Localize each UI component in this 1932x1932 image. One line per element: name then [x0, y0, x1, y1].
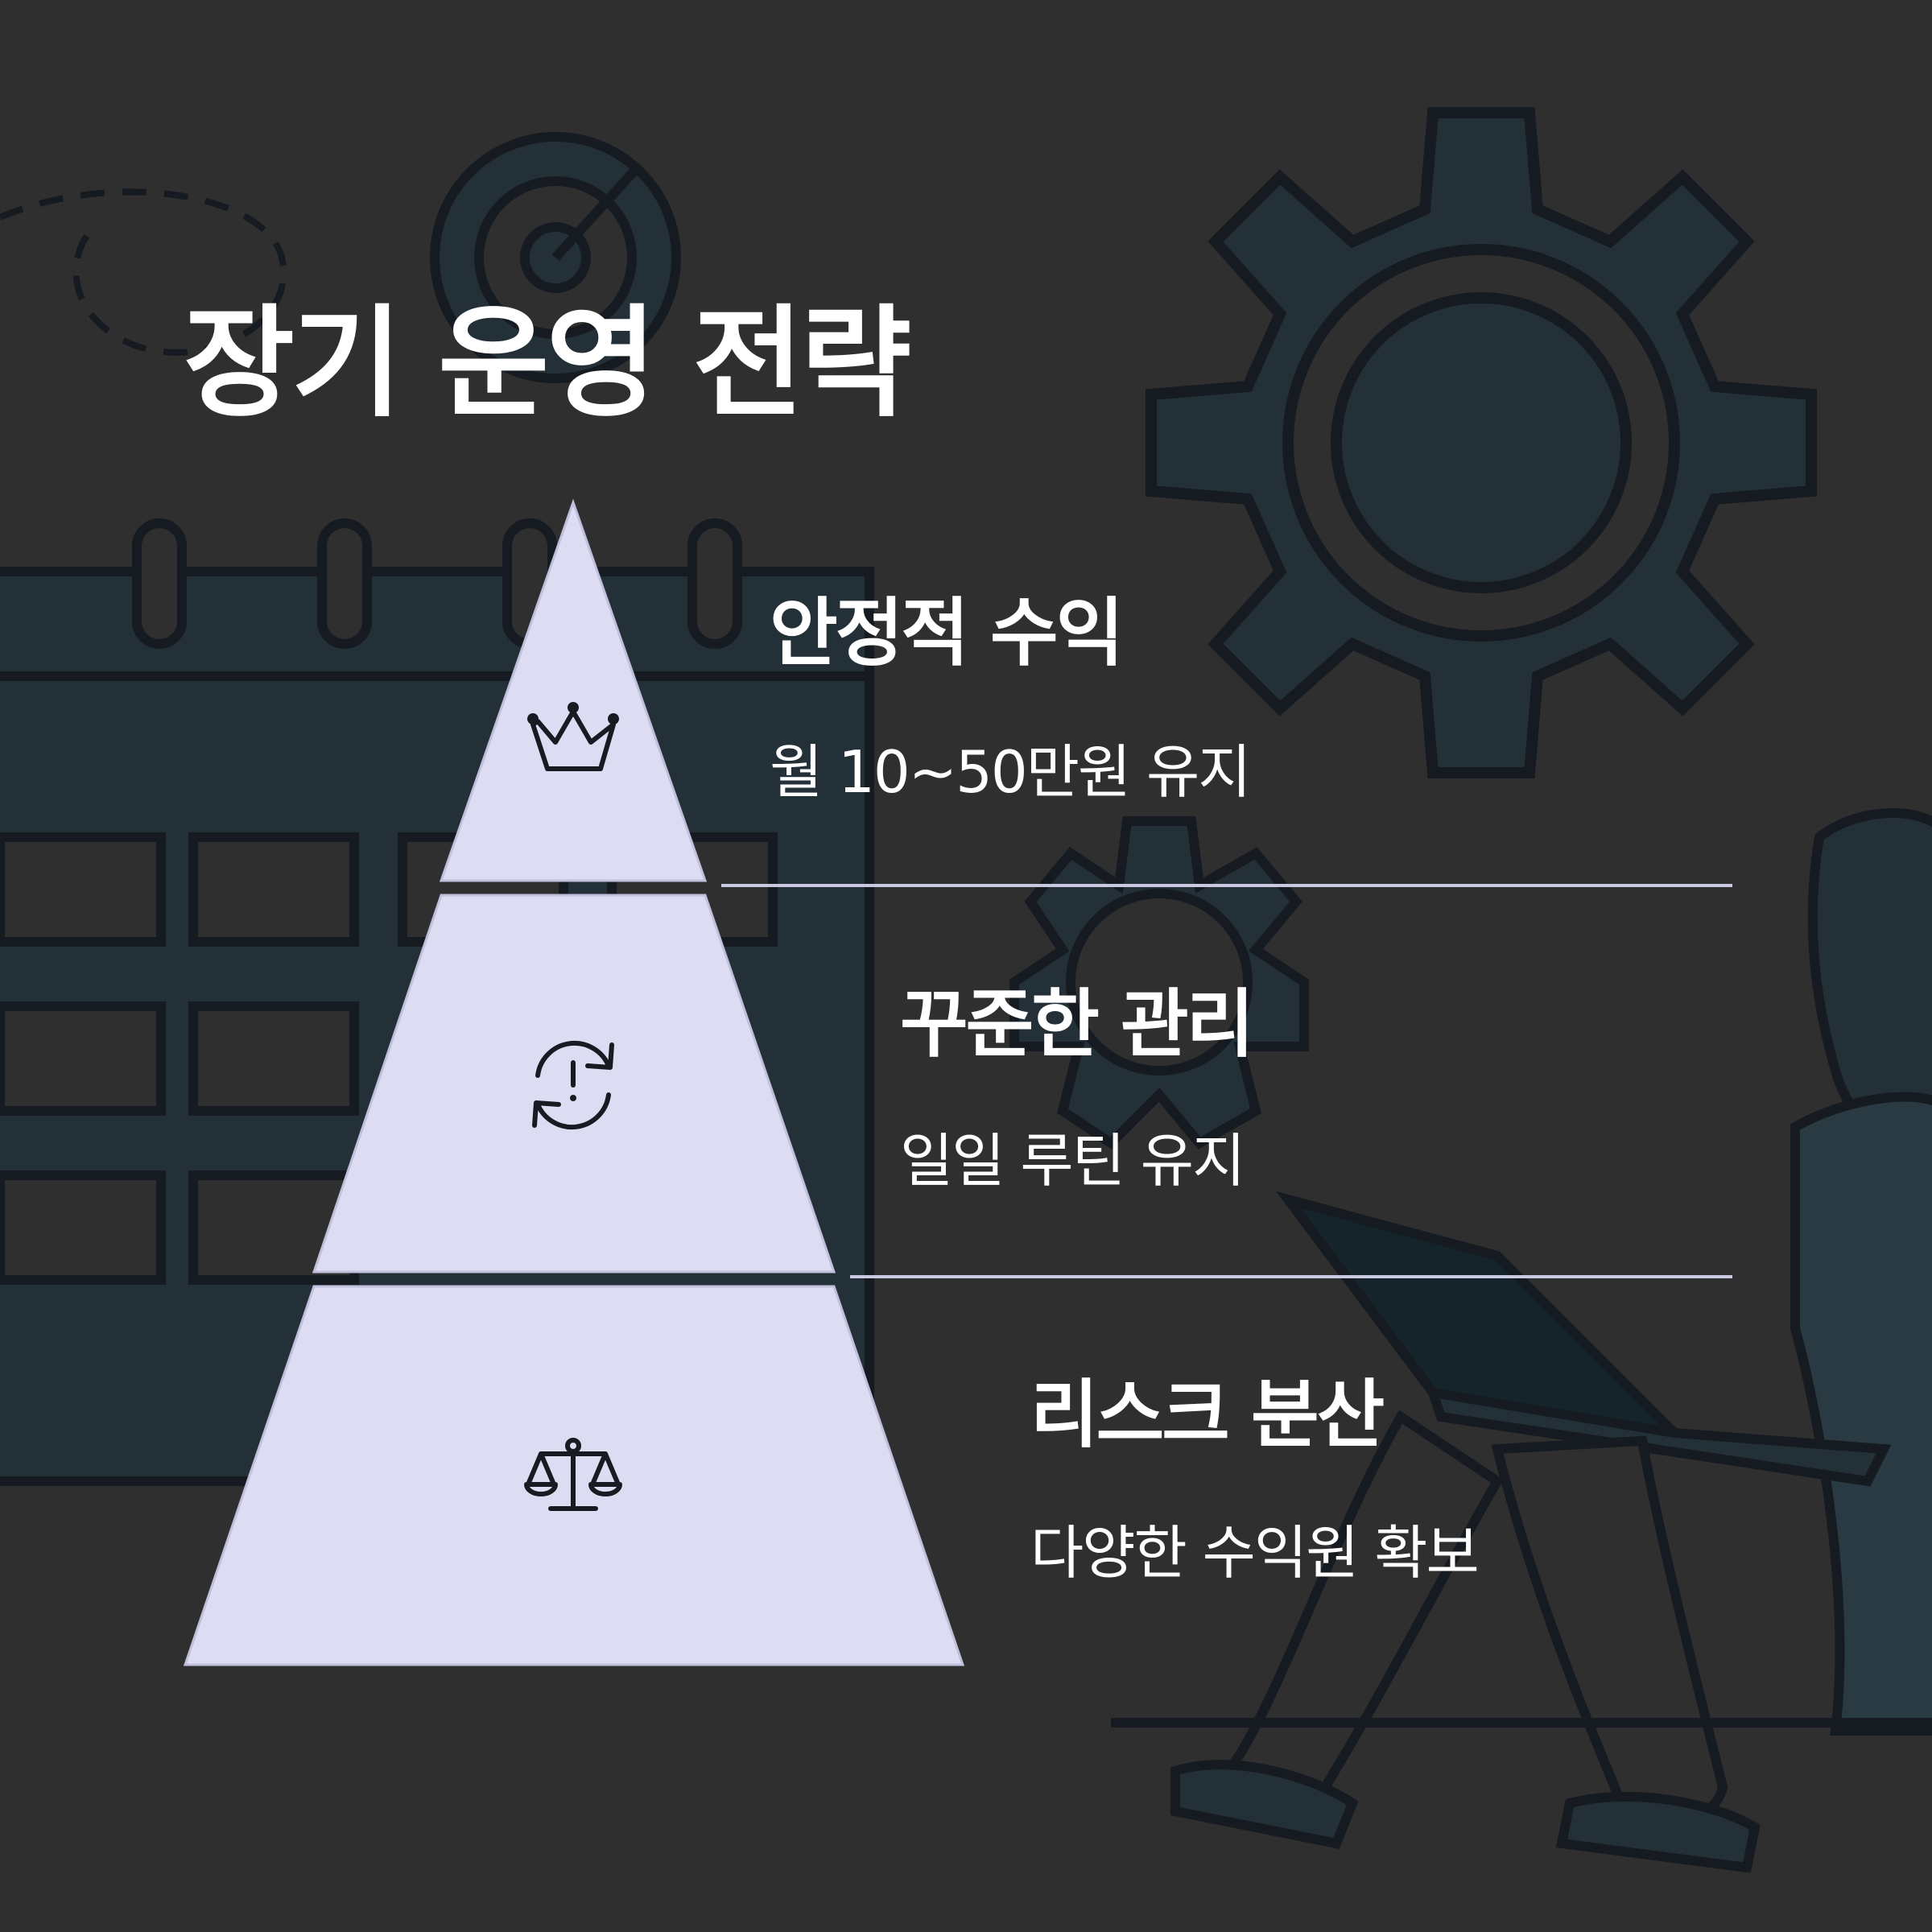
tier-description-stable-income: 월 10~50만원 유지	[770, 738, 1252, 806]
small-gear-icon	[1009, 816, 1309, 1150]
tier-title-steady-management: 꾸준한 관리	[900, 981, 1254, 1067]
tier-description-risk-diversification: 다양한 수익원 확보	[1030, 1519, 1480, 1587]
pyramid-tier-top	[439, 498, 708, 882]
tier-title-stable-income: 안정적 수익	[770, 590, 1124, 676]
target-icon	[430, 132, 681, 383]
page-title: 장기 운영 전략	[184, 294, 911, 434]
crown-icon	[527, 702, 619, 771]
tier-title-risk-diversification: 리스크 분산	[1030, 1372, 1385, 1458]
refresh-alert-icon	[532, 1040, 614, 1130]
balance-scale-icon	[524, 1438, 622, 1511]
large-gear-icon	[1146, 107, 1817, 778]
tier-description-steady-management: 일일 루틴 유지	[900, 1127, 1245, 1195]
person-with-laptop-illustration	[1111, 808, 1932, 1873]
